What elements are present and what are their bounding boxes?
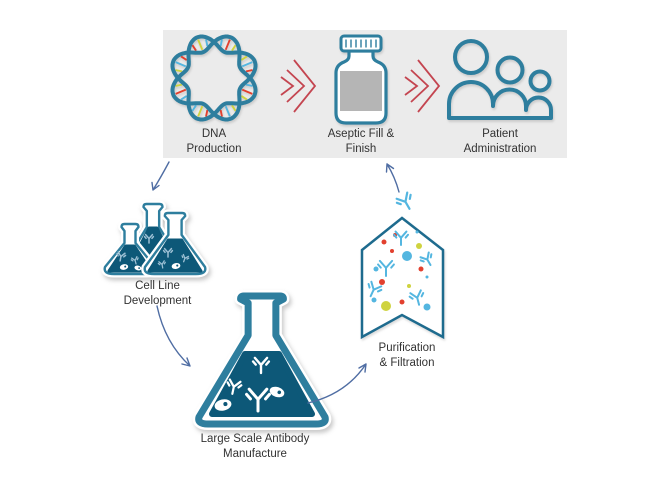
red-chevron-arrows-icon [280,59,317,113]
antibody-icon [395,191,412,210]
label-cell-line-development: Cell Line Development [123,280,192,307]
label-large-scale-antibody-manufacture: Large Scale Antibody Manufacture [200,433,310,460]
label-purification-filtration: Purification & Filtration [378,342,436,369]
plasmid-dna-icon [170,34,258,122]
purification-chevron-icon [360,216,445,340]
label-aseptic-fill-finish: Aseptic Fill & Finish [327,128,395,155]
label-dna-production: DNA Production [186,128,242,155]
patients-icon [447,39,553,120]
label-patient-administration: Patient Administration [463,128,537,155]
large-flask-icon [192,290,332,430]
red-chevron-arrows-icon [404,59,441,113]
cell-line-flasks-icon [101,200,209,278]
vial-icon [334,34,388,125]
